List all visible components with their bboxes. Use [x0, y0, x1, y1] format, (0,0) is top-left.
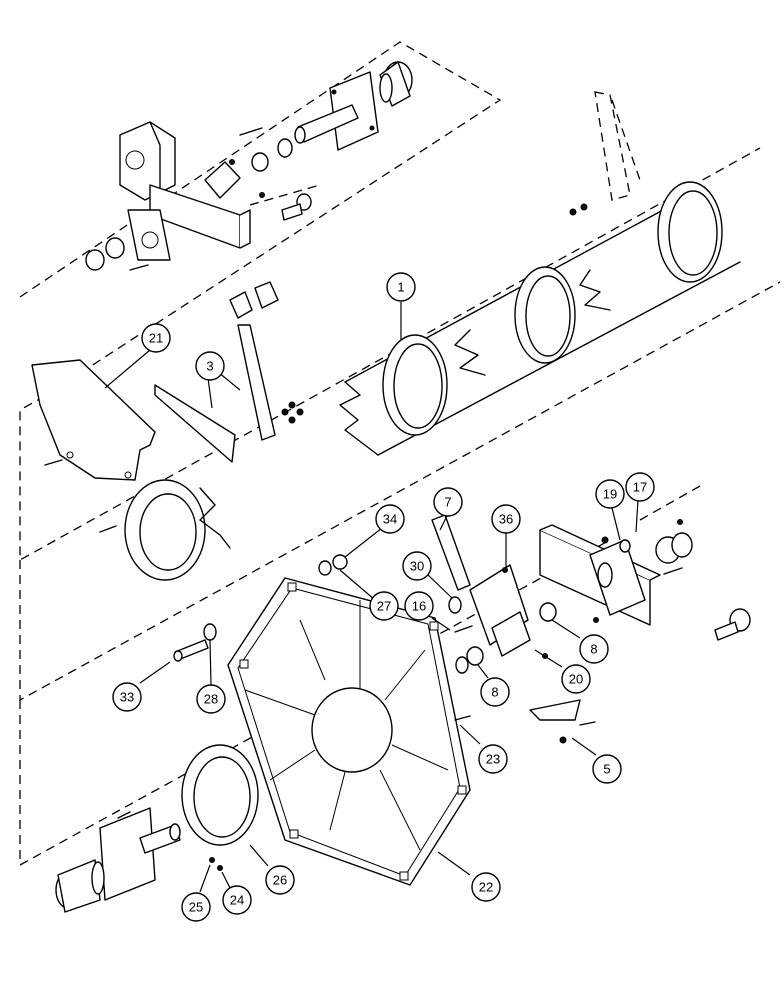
- callout-label: 19: [603, 487, 617, 502]
- callout-label: 17: [633, 480, 647, 495]
- callout-label: 23: [486, 752, 500, 767]
- callout-1: 1: [386, 272, 416, 302]
- callout-label: 27: [377, 599, 391, 614]
- drum-tube: [124, 181, 741, 581]
- idler-arm-assembly: [431, 514, 557, 674]
- callout-label: 16: [412, 599, 426, 614]
- callout-30: 30: [402, 551, 432, 581]
- callout-28: 28: [196, 684, 226, 714]
- callout-label: 20: [569, 672, 583, 687]
- callout-label: 36: [499, 512, 513, 527]
- callout-label: 24: [230, 893, 244, 908]
- upper-right-post: [569, 91, 641, 216]
- callout-label: 25: [189, 900, 203, 915]
- callout-24: 24: [222, 885, 252, 915]
- callout-label: 8: [590, 642, 597, 657]
- callout-label: 21: [149, 331, 163, 346]
- callout-16: 16: [404, 591, 434, 621]
- callout-36: 36: [491, 504, 521, 534]
- callout-22: 22: [471, 872, 501, 902]
- leader-lines: [104, 302, 639, 893]
- brackets: [99, 281, 304, 533]
- callout-label: 5: [603, 762, 610, 777]
- callout-26: 26: [265, 865, 295, 895]
- callout-27: 27: [369, 591, 399, 621]
- callout-label: 33: [120, 690, 134, 705]
- callout-33: 33: [112, 682, 142, 712]
- small-hardware: [173, 554, 348, 662]
- callout-23: 23: [478, 744, 508, 774]
- callout-5: 5: [592, 754, 622, 784]
- callout-8-upper: 8: [579, 634, 609, 664]
- callout-label: 22: [479, 880, 493, 895]
- callout-label: 7: [444, 495, 451, 510]
- lower-bearing-assembly: [55, 807, 223, 913]
- callout-label: 3: [206, 359, 213, 374]
- callout-34: 34: [375, 504, 405, 534]
- cover-plate: [529, 699, 596, 744]
- seal-ring: [181, 744, 259, 846]
- callouts: 1 21 3 7 36 19 17 34: [112, 272, 655, 922]
- callout-label: 8: [491, 685, 498, 700]
- callout-label: 1: [397, 280, 404, 295]
- callout-21: 21: [141, 323, 171, 353]
- callout-7: 7: [433, 487, 463, 517]
- upper-bearing-assembly: [85, 61, 413, 271]
- drive-plate: [227, 577, 471, 886]
- callout-8-lower: 8: [480, 677, 510, 707]
- callout-label: 34: [383, 512, 397, 527]
- callout-label: 28: [204, 692, 218, 707]
- callout-19: 19: [595, 479, 625, 509]
- callout-17: 17: [625, 472, 655, 502]
- callout-20: 20: [561, 664, 591, 694]
- callout-label: 30: [410, 559, 424, 574]
- callout-label: 26: [273, 873, 287, 888]
- right-bearing-assembly: [539, 519, 751, 641]
- end-panel: [31, 359, 156, 481]
- callout-3: 3: [195, 351, 225, 381]
- callout-25: 25: [181, 892, 211, 922]
